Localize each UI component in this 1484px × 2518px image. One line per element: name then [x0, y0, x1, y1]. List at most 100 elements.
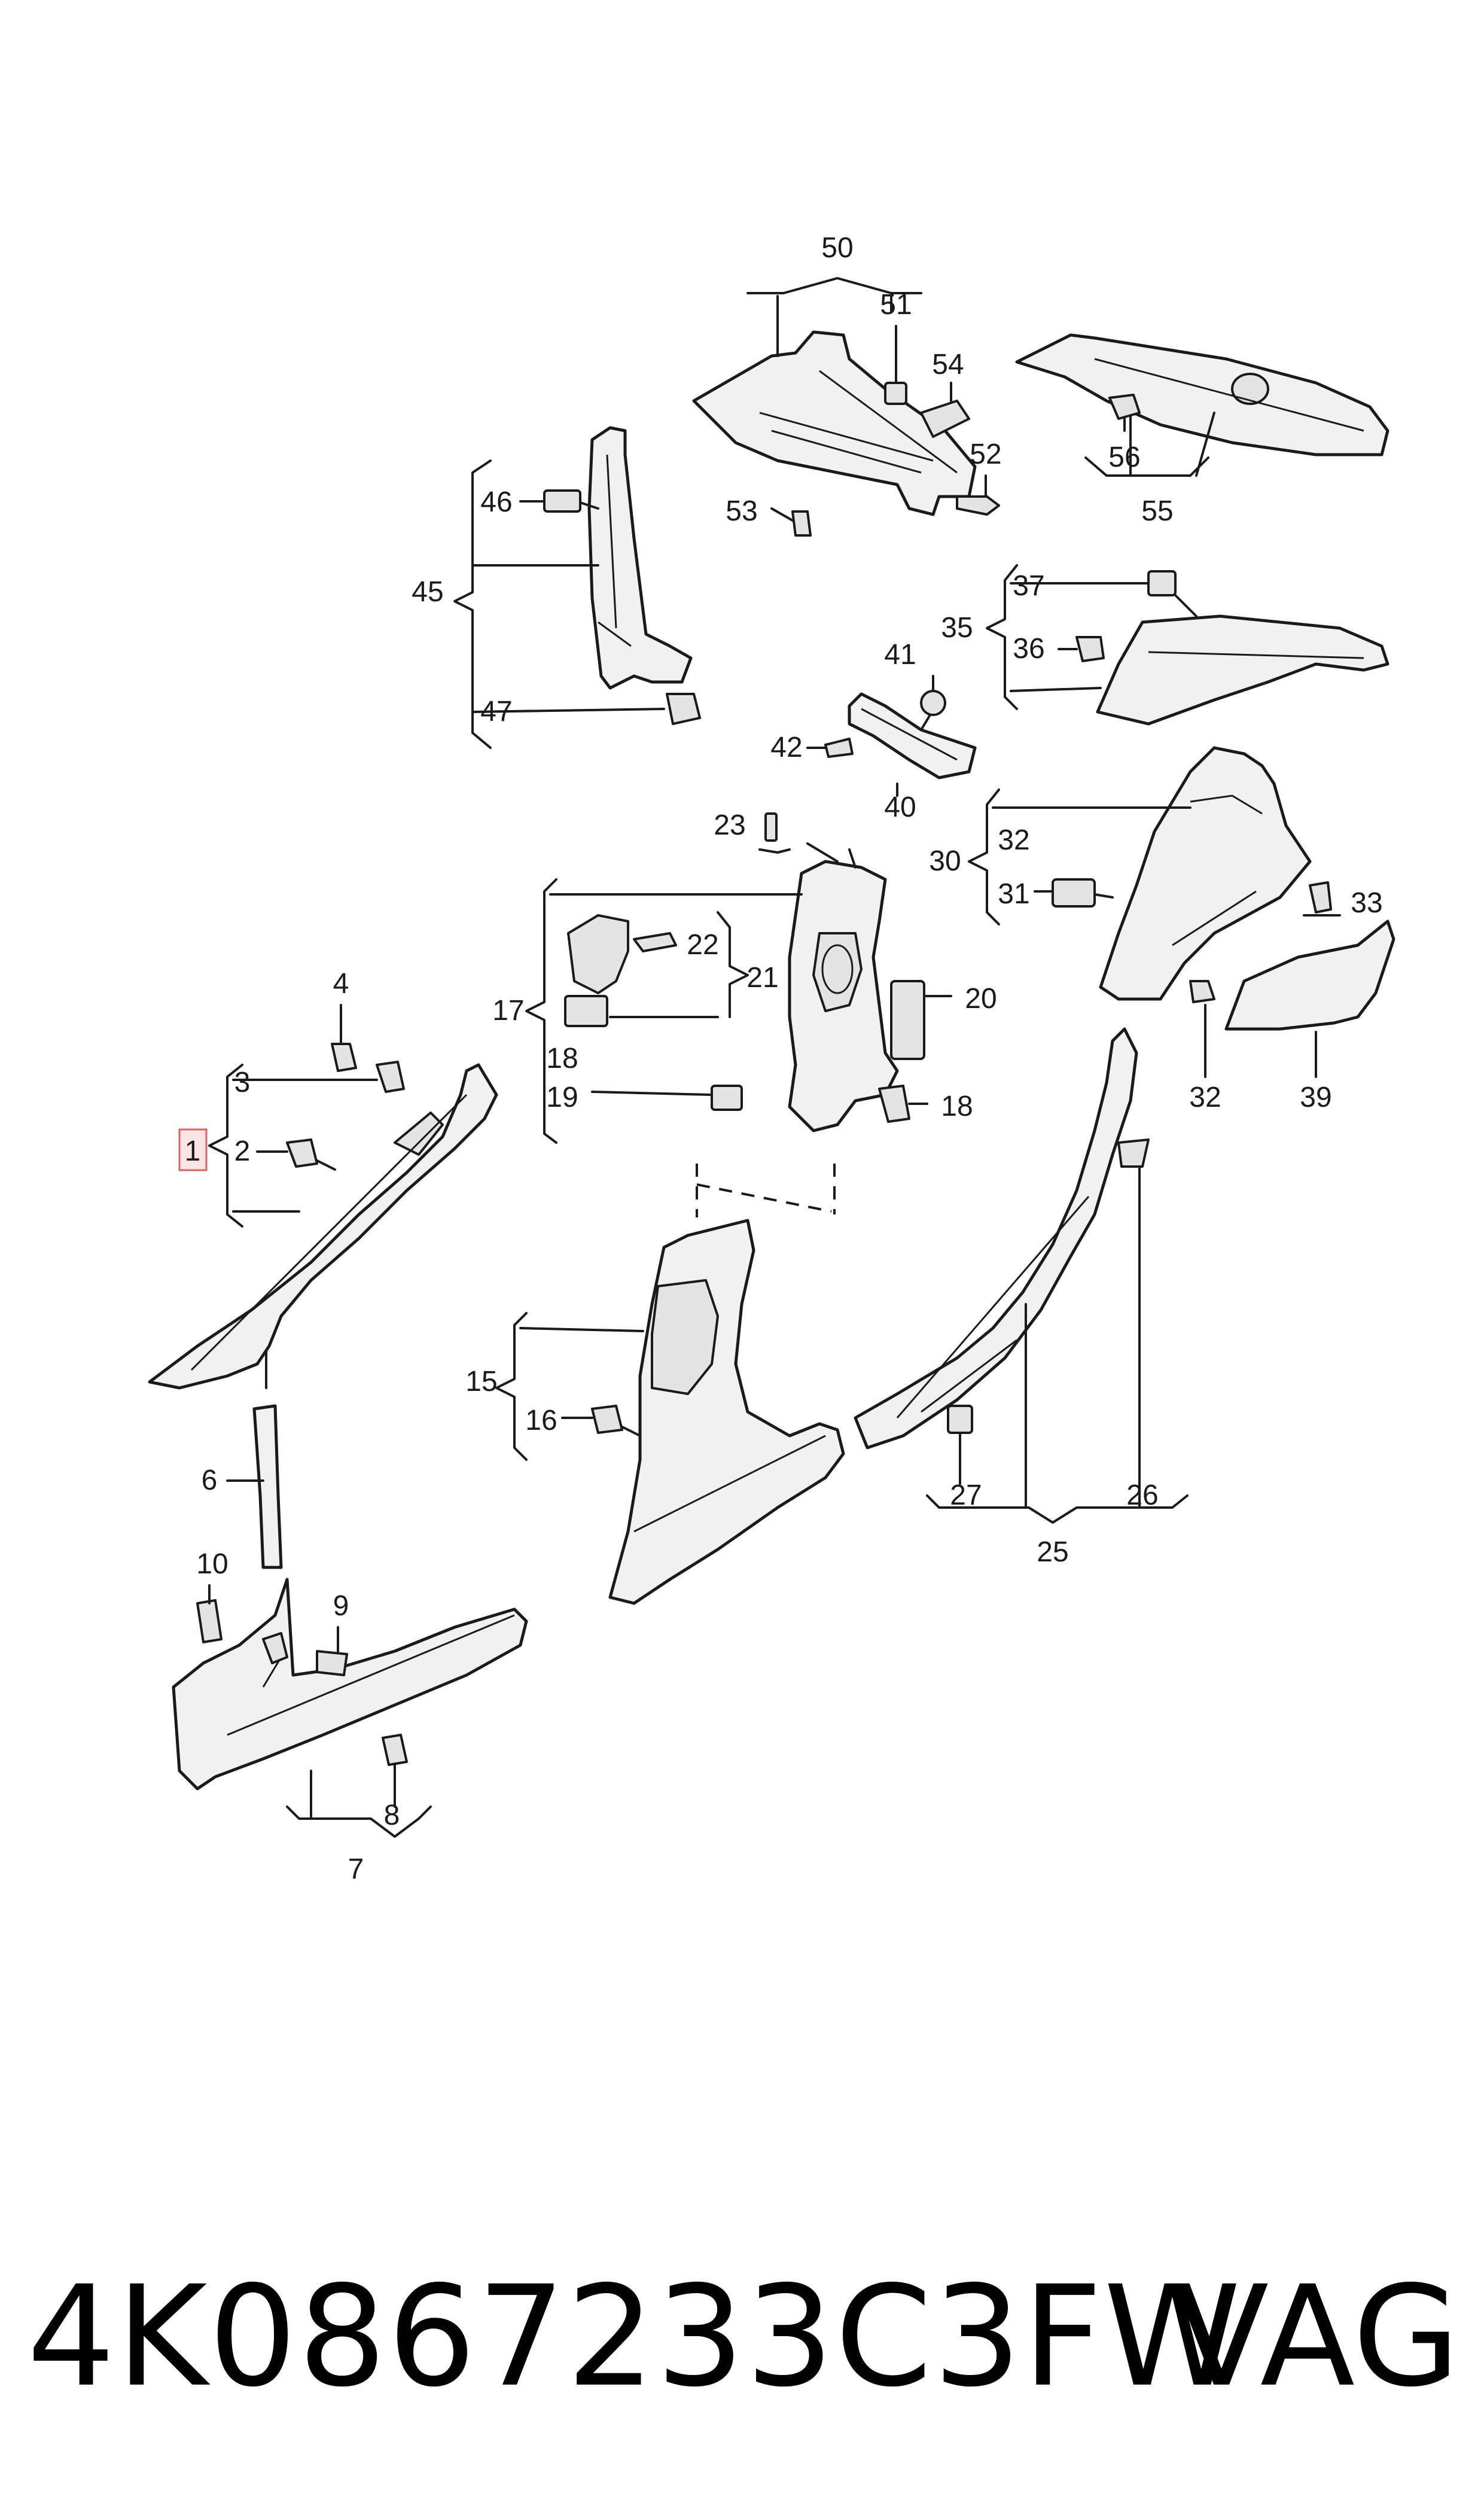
clip-23-icon — [764, 812, 778, 842]
callout-8: 8 — [384, 1800, 400, 1831]
callout-23: 23 — [714, 809, 745, 841]
part-35-trim — [1096, 614, 1389, 726]
callout-1: 1 — [185, 1135, 201, 1167]
callout-18-right: 18 — [941, 1091, 973, 1122]
clip-33-icon — [1303, 881, 1341, 917]
callout-labels: 50 51 54 52 53 56 55 46 45 47 37 35 36 4… — [185, 232, 1383, 1885]
part-50-trim — [692, 330, 977, 516]
bracket-15 — [495, 1312, 644, 1461]
callout-56: 56 — [1108, 442, 1140, 473]
part-39-panel — [1224, 919, 1395, 1078]
clip-51-icon — [884, 325, 907, 405]
clip-2-icon — [256, 1138, 336, 1171]
part-17-trim — [788, 860, 899, 1132]
screw-4-icon — [331, 1004, 357, 1072]
callout-10: 10 — [196, 1548, 228, 1580]
callout-21: 21 — [746, 962, 778, 994]
callout-9: 9 — [333, 1590, 349, 1622]
callout-2: 2 — [234, 1135, 251, 1167]
callout-26: 26 — [1126, 1479, 1158, 1511]
alignment-dashes — [696, 1164, 836, 1217]
callout-54: 54 — [932, 349, 964, 380]
clip-42-icon — [806, 738, 854, 758]
callout-25: 25 — [1037, 1536, 1068, 1568]
bracket-35 — [986, 564, 1156, 710]
callout-39: 39 — [1300, 1082, 1331, 1113]
callout-45: 45 — [412, 576, 443, 608]
clip-37-icon — [1147, 570, 1197, 617]
part-6-strip — [226, 1404, 283, 1569]
brand-label: VAG — [1174, 2256, 1460, 2417]
bracket-17 — [525, 878, 803, 1144]
callout-53: 53 — [726, 495, 757, 527]
callout-18-left: 18 — [546, 1043, 578, 1074]
callout-32-bottom: 32 — [1189, 1082, 1221, 1113]
part-number-label: 4K0867233C3FW — [27, 2256, 1242, 2417]
callout-32-top: 32 — [998, 824, 1029, 856]
bracket-45 — [453, 459, 665, 749]
callout-51: 51 — [880, 289, 912, 321]
callout-52: 52 — [970, 439, 1001, 470]
clip-10-icon — [196, 1584, 223, 1643]
clip-31-icon — [1034, 878, 1114, 908]
clip-26-icon — [1117, 1138, 1150, 1168]
callout-30: 30 — [929, 845, 961, 877]
callout-4: 4 — [333, 968, 349, 1000]
part-7-sill — [172, 1578, 528, 1791]
callout-42: 42 — [770, 732, 802, 763]
callout-37: 37 — [1013, 570, 1044, 602]
callout-20: 20 — [965, 983, 997, 1015]
bracket-25 — [926, 1165, 1189, 1524]
clip-3-icon — [376, 1061, 405, 1093]
clip-32-icon — [1189, 980, 1215, 1078]
clip-22-icon — [633, 932, 677, 952]
callout-22: 22 — [687, 929, 718, 961]
clip-54-icon — [920, 382, 970, 438]
screw-53-icon — [770, 507, 812, 537]
part-15-trim — [608, 1219, 845, 1605]
screw-52-icon — [956, 474, 1000, 516]
bracket-part-21 — [564, 914, 629, 1027]
callout-41: 41 — [884, 639, 916, 671]
highlight-box-1 — [178, 1128, 208, 1171]
part-55-trim — [1015, 333, 1389, 456]
callout-36: 36 — [1013, 633, 1044, 665]
clip-56-icon — [1108, 394, 1141, 432]
callout-35: 35 — [941, 612, 973, 644]
clip-47-icon — [666, 693, 701, 725]
callout-46: 46 — [480, 486, 512, 518]
clip-19-icon — [591, 1085, 743, 1111]
callout-19: 19 — [546, 1082, 578, 1113]
clip-36-icon — [1058, 636, 1105, 662]
part-25-sill — [854, 1027, 1138, 1450]
callout-27: 27 — [950, 1479, 982, 1511]
callout-40: 40 — [884, 791, 916, 823]
callout-50: 50 — [821, 232, 853, 264]
clip-20-icon — [890, 980, 952, 1060]
part-40-bracket — [848, 692, 977, 780]
clip-8-icon — [382, 1734, 408, 1808]
bracket-50 — [746, 277, 922, 357]
clip-27-icon — [947, 1405, 973, 1485]
callout-15: 15 — [465, 1366, 497, 1397]
leader-23 — [758, 842, 857, 869]
bracket-1 — [208, 1064, 378, 1228]
callout-31: 31 — [998, 878, 1029, 910]
clip-18-icon — [878, 1085, 928, 1123]
clip-46-icon — [519, 489, 599, 513]
callout-47: 47 — [480, 696, 512, 727]
callout-6: 6 — [202, 1464, 218, 1496]
bracket-21 — [609, 911, 749, 1018]
bracket-7 — [286, 1770, 432, 1838]
clip-16-icon — [561, 1405, 641, 1437]
callout-33: 33 — [1351, 887, 1382, 919]
callout-16: 16 — [525, 1405, 557, 1436]
callout-17: 17 — [492, 995, 524, 1027]
part-1-trim — [148, 1063, 498, 1390]
bracket-30 — [968, 788, 1192, 925]
screw-9-icon — [316, 1626, 348, 1676]
part-45-trim — [587, 426, 693, 690]
callout-55: 55 — [1141, 495, 1173, 527]
